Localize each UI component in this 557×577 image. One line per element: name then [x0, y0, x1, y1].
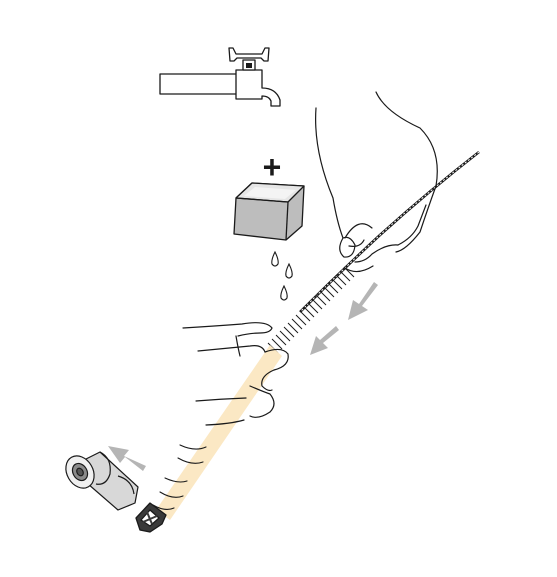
- back-and-forth-arrow-icon: [310, 282, 378, 355]
- hand-icon: [315, 91, 438, 273]
- cleaning-brush-icon: [267, 150, 480, 354]
- tip-icon: [135, 502, 167, 533]
- hand-icon: [182, 322, 289, 426]
- disconnect-arrow-icon: [108, 446, 146, 471]
- connector-icon: [65, 451, 139, 511]
- water-drops-icon: [271, 250, 293, 301]
- tube-icon: [152, 345, 282, 520]
- plus-icon: +: [263, 149, 282, 185]
- water-tap-icon: [159, 47, 281, 107]
- soap-bar-icon: [233, 182, 305, 241]
